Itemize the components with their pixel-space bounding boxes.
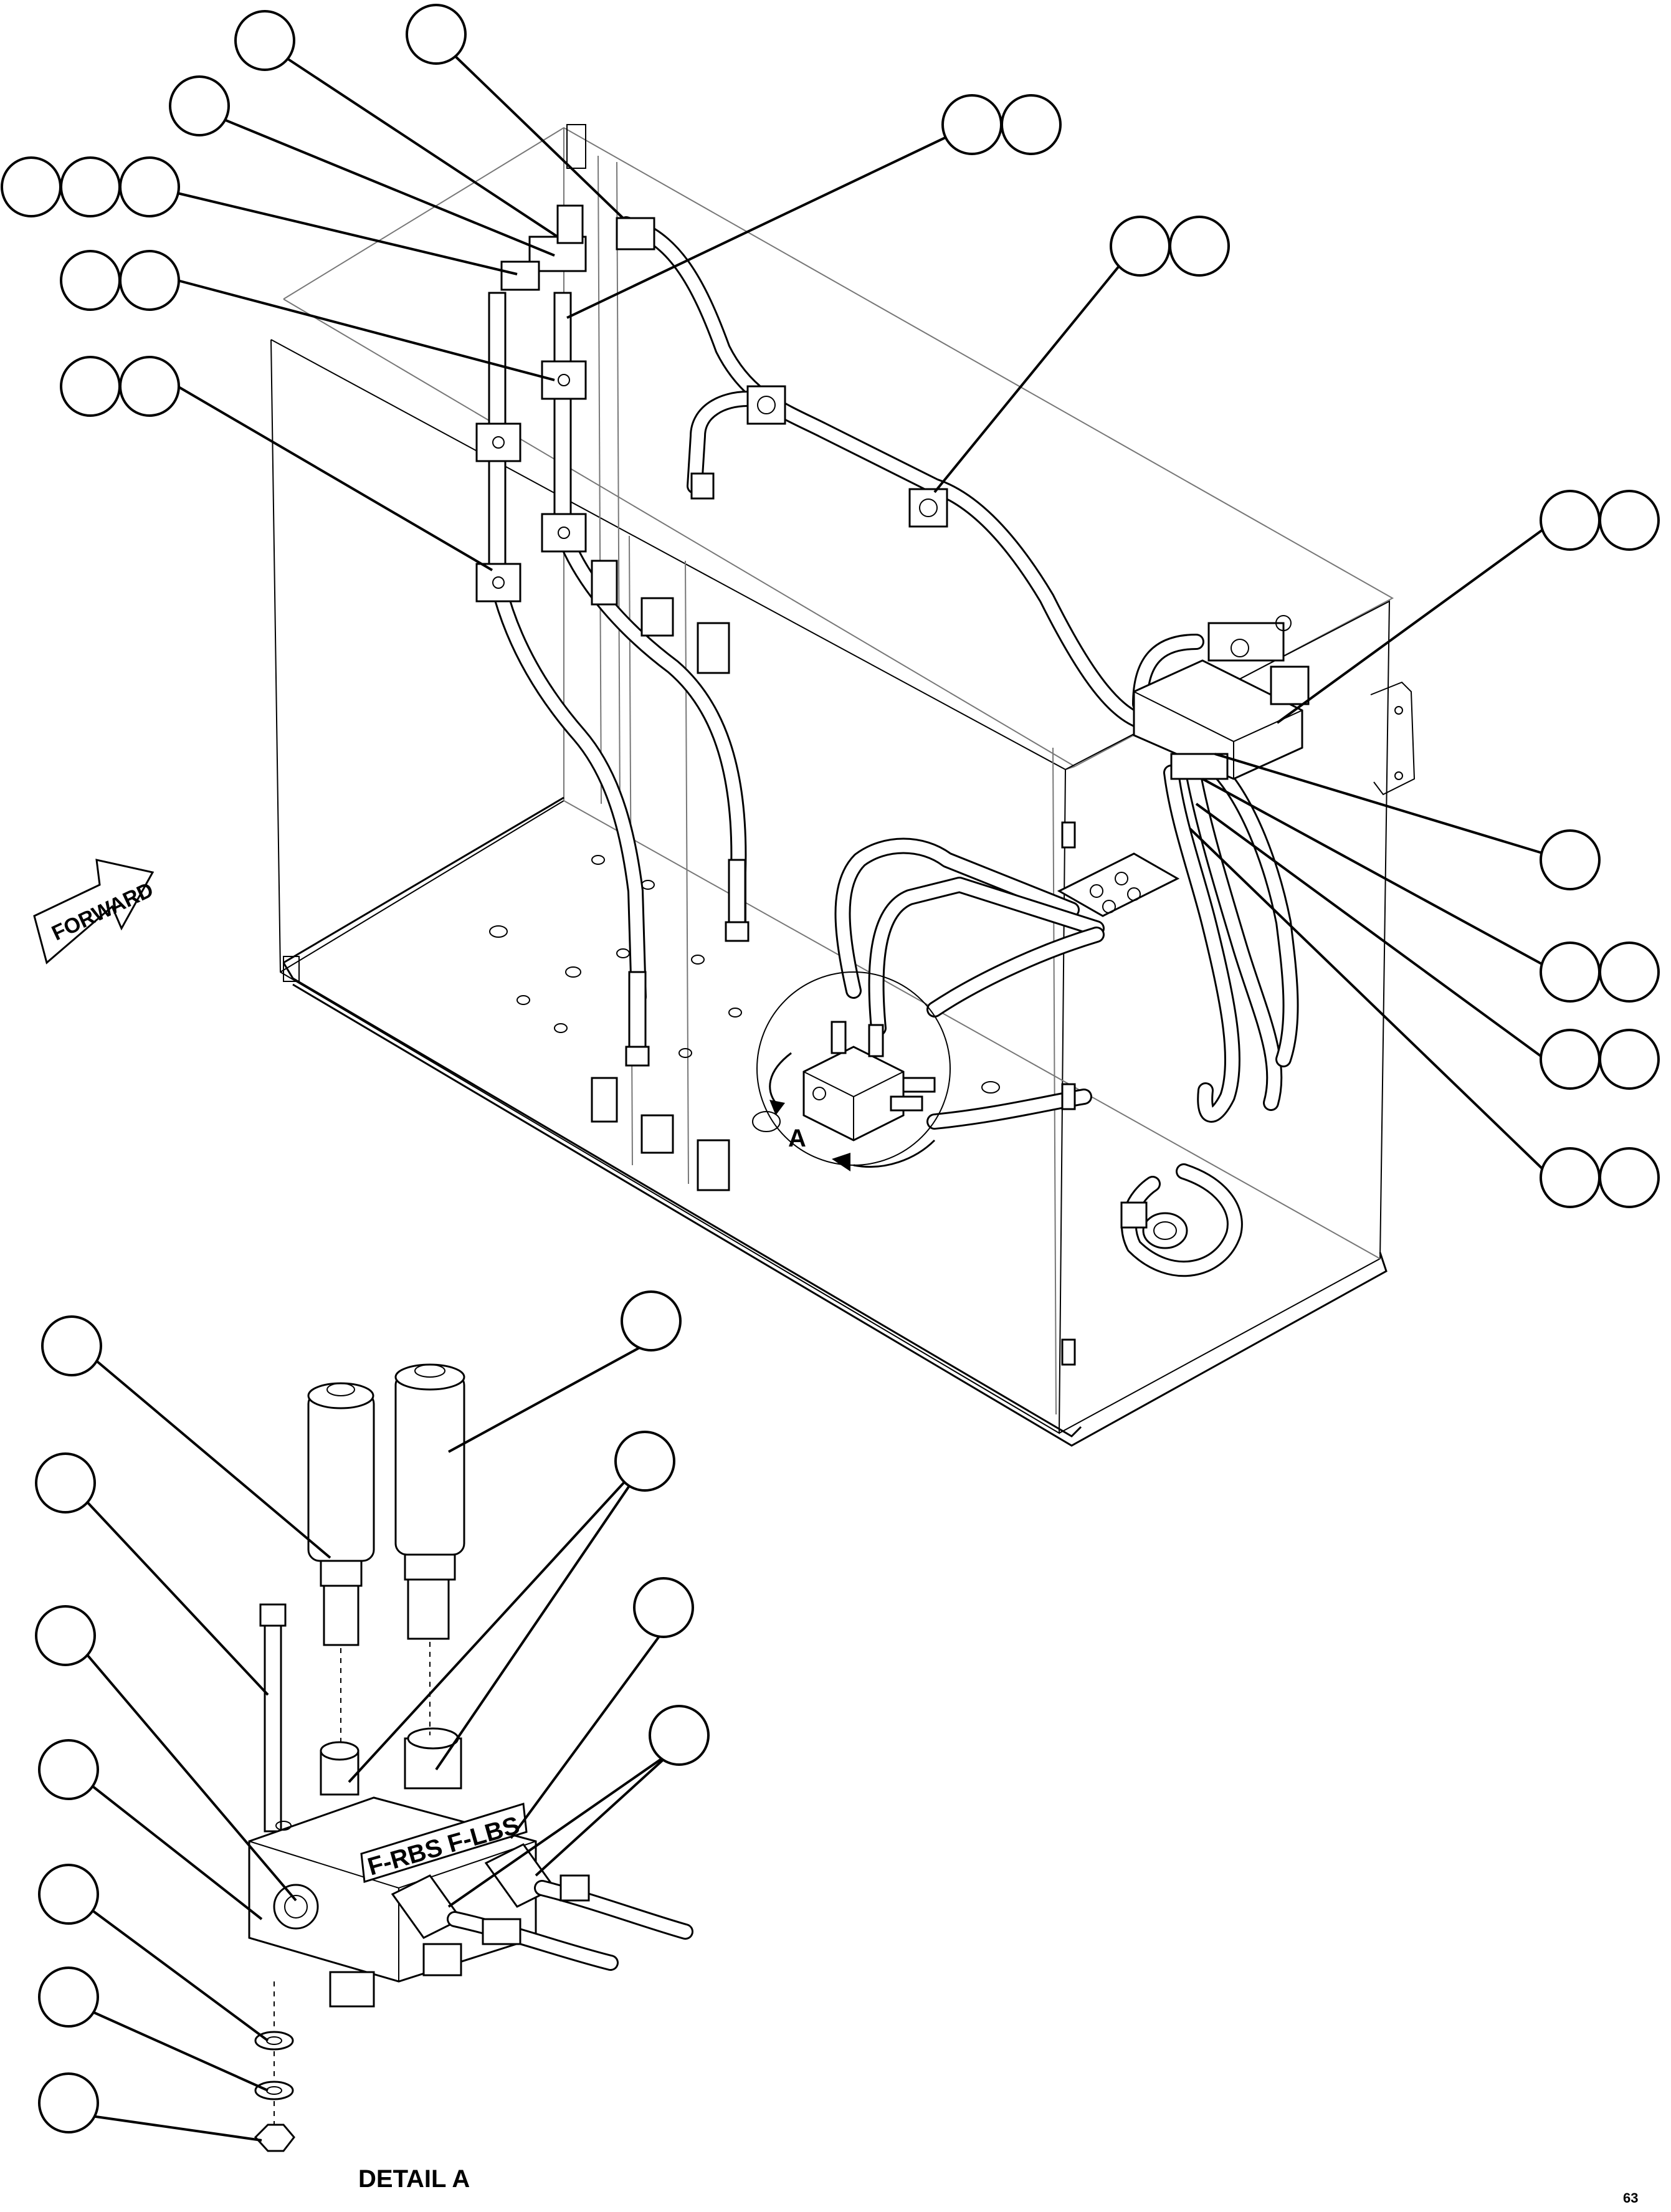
callout-balloon <box>1540 1029 1601 1090</box>
callout-balloon <box>169 75 230 136</box>
callout-balloon <box>38 1864 99 1925</box>
forward-arrow: FORWARD <box>33 859 157 965</box>
callout-balloon <box>1540 1147 1601 1208</box>
callout-balloon <box>1540 829 1601 890</box>
right-manifold <box>1133 615 1310 780</box>
cabinet-outline <box>270 124 1416 1447</box>
top-fittings <box>500 204 715 500</box>
callout-balloon <box>621 1290 682 1352</box>
callout-balloon <box>1110 216 1171 277</box>
callout-balloon <box>119 156 180 217</box>
callout-balloon <box>1540 942 1601 1003</box>
callout-balloon <box>1599 490 1660 551</box>
door-latches <box>591 560 1076 1366</box>
callout-balloon <box>35 1452 96 1514</box>
callout-balloon <box>1001 94 1062 155</box>
callout-balloon <box>234 10 295 71</box>
tube-clamps <box>475 217 948 603</box>
callout-balloon <box>41 1315 102 1376</box>
callout-balloon <box>1599 1147 1660 1208</box>
main-callouts <box>1 4 1660 1208</box>
callout-balloon <box>35 1605 96 1666</box>
callout-balloon <box>38 1739 99 1800</box>
callout-balloon <box>119 250 180 311</box>
floor-connector <box>1120 1201 1188 1249</box>
callout-balloon <box>38 1966 99 2028</box>
view-marker-a: A <box>788 1125 806 1152</box>
callout-balloon <box>60 356 121 417</box>
callout-balloon <box>1169 216 1230 277</box>
callout-balloon <box>649 1705 710 1766</box>
callout-balloon <box>119 356 180 417</box>
callout-balloon <box>1 156 62 217</box>
callout-balloon <box>633 1577 694 1638</box>
callout-balloon <box>60 250 121 311</box>
callout-balloon <box>1540 490 1601 551</box>
callout-balloon <box>1599 1029 1660 1090</box>
callout-balloon <box>60 156 121 217</box>
callout-balloon <box>406 4 467 65</box>
callout-balloon <box>38 2072 99 2133</box>
sheet-id: 63 <box>1623 2190 1638 2206</box>
callout-balloon <box>1599 942 1660 1003</box>
detail-a-inset: A <box>756 971 951 1171</box>
callout-balloon <box>614 1431 675 1492</box>
detail-title: DETAIL A <box>358 2165 470 2193</box>
detail-a-view: F-RBS F-LBS <box>35 1290 710 2193</box>
callout-balloon <box>941 94 1002 155</box>
mounting-plate <box>1057 852 1180 917</box>
